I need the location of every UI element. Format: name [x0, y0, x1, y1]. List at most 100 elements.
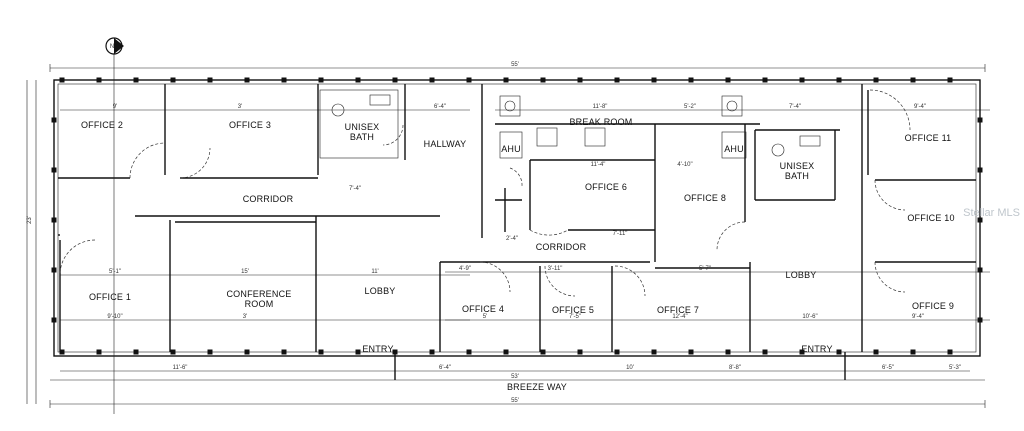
room-conference: CONFERENCE — [226, 289, 291, 299]
dim-overall-top: 55' — [511, 62, 519, 68]
column-marker — [281, 77, 287, 83]
dim-side: 23' — [27, 216, 33, 224]
room-ahu-1: AHU — [501, 144, 521, 154]
perimeter-columns — [51, 77, 983, 355]
column-marker — [799, 349, 805, 355]
room-entry-2: ENTRY — [801, 344, 832, 354]
column-marker — [947, 77, 953, 83]
column-marker — [51, 217, 57, 223]
room-conference-b: ROOM — [245, 299, 274, 309]
column-marker — [59, 349, 65, 355]
column-marker — [688, 77, 694, 83]
column-marker — [281, 349, 287, 355]
column-marker — [244, 349, 250, 355]
dim-31: 2'-4" — [506, 236, 518, 242]
column-marker — [977, 267, 983, 273]
dim-6: 7'-4" — [789, 104, 801, 110]
dim-20: 7'-5" — [569, 314, 581, 320]
dim-23: 9'-4" — [912, 314, 924, 320]
room-unisex-bath-2: UNISEX — [780, 161, 815, 171]
column-marker — [799, 77, 805, 83]
dim-11: 5'-1" — [109, 269, 121, 275]
north-marker-label: N — [110, 44, 114, 50]
column-marker — [59, 77, 65, 83]
dim-18: 3' — [243, 314, 247, 320]
dimension-labels: 55' 55' 53' 9' 3' 6'-4" 11'-8" 5'-2" 7'-… — [27, 62, 961, 404]
column-marker — [873, 77, 879, 83]
dim-30: 7'-11" — [613, 231, 628, 237]
dim-5: 5'-2" — [684, 104, 696, 110]
column-marker — [725, 349, 731, 355]
dim-8: 7'-4" — [349, 186, 361, 192]
column-marker — [977, 217, 983, 223]
column-marker — [540, 349, 546, 355]
room-office-1: OFFICE 1 — [89, 292, 131, 302]
column-marker — [318, 77, 324, 83]
column-marker — [977, 317, 983, 323]
dim-22: 10'-6" — [802, 314, 817, 320]
column-marker — [651, 349, 657, 355]
watermark: Stellar MLS — [963, 207, 1020, 219]
room-office-5: OFFICE 5 — [552, 305, 594, 315]
room-office-10: OFFICE 10 — [907, 213, 954, 223]
dim-9: 11'-4" — [591, 162, 606, 168]
dim-3: 6'-4" — [434, 104, 446, 110]
column-marker — [503, 349, 509, 355]
room-unisex-bath-2b: BATH — [785, 171, 809, 181]
column-marker — [540, 77, 546, 83]
room-corridor-1: CORRIDOR — [243, 194, 294, 204]
column-marker — [466, 349, 472, 355]
column-marker — [170, 349, 176, 355]
column-marker — [207, 349, 213, 355]
dim-26: 10' — [626, 365, 634, 371]
column-marker — [466, 77, 472, 83]
column-marker — [836, 349, 842, 355]
column-marker — [614, 77, 620, 83]
room-office-6: OFFICE 6 — [585, 182, 627, 192]
room-entry-1: ENTRY — [362, 344, 393, 354]
column-marker — [577, 349, 583, 355]
dim-overall-bottom: 55' — [511, 398, 519, 404]
room-lobby-2: LOBBY — [785, 270, 816, 280]
room-hallway: HALLWAY — [424, 139, 467, 149]
room-office-4: OFFICE 4 — [462, 304, 504, 314]
column-marker — [355, 77, 361, 83]
column-marker — [244, 77, 250, 83]
column-marker — [96, 77, 102, 83]
column-marker — [51, 117, 57, 123]
column-marker — [688, 349, 694, 355]
dim-27: 8'-8" — [729, 365, 741, 371]
column-marker — [947, 349, 953, 355]
exterior-walls — [53, 79, 981, 357]
column-marker — [96, 349, 102, 355]
column-marker — [51, 167, 57, 173]
dim-12: 15' — [241, 269, 249, 275]
column-marker — [170, 77, 176, 83]
room-office-9: OFFICE 9 — [912, 301, 954, 311]
column-marker — [207, 77, 213, 83]
dim-25: 6'-4" — [439, 365, 451, 371]
dim-15: 3'-11" — [548, 266, 563, 272]
dim-28: 6'-5" — [882, 365, 894, 371]
room-office-2: OFFICE 2 — [81, 120, 123, 130]
room-break-room: BREAK ROOM — [569, 117, 632, 127]
room-unisex-bath-1: UNISEX — [345, 122, 380, 132]
column-marker — [762, 77, 768, 83]
dimension-lines — [26, 64, 990, 408]
dim-breeze-way: 53' — [511, 374, 519, 380]
room-ahu-2: AHU — [724, 144, 744, 154]
dim-29: 5'-3" — [949, 365, 961, 371]
room-labels: OFFICE 2 OFFICE 3 UNISEX BATH HALLWAY BR… — [81, 117, 955, 392]
column-marker — [910, 77, 916, 83]
dim-21: 12'-4" — [672, 314, 687, 320]
column-marker — [762, 349, 768, 355]
dim-13: 11' — [371, 269, 378, 275]
dim-17: 9'-10" — [107, 314, 122, 320]
dim-10: 4'-10" — [677, 162, 692, 168]
room-corridor-2: CORRIDOR — [536, 242, 587, 252]
column-marker — [503, 77, 509, 83]
column-marker — [873, 349, 879, 355]
room-unisex-bath-1b: BATH — [350, 132, 374, 142]
column-marker — [910, 349, 916, 355]
